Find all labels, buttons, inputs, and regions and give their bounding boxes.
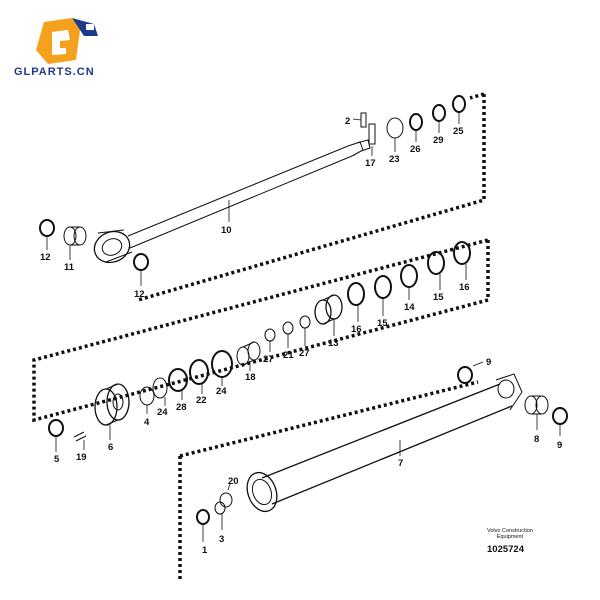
- callout-23: 23: [389, 154, 400, 165]
- callout-13: 13: [328, 338, 339, 349]
- callout-15-left: 15: [377, 318, 388, 329]
- callout-6: 6: [108, 442, 113, 453]
- caption-line-1: Volvo Construction: [487, 528, 533, 534]
- callout-12-bottom: 12: [134, 289, 145, 300]
- glparts-logo: [36, 18, 98, 64]
- callout-9-bottom: 9: [557, 440, 562, 451]
- caption-line-2: Equipment: [496, 534, 524, 540]
- callout-labels: 1 2 3 4 5 6 7 8 9 9 10 11 12 12 13 14 15…: [40, 116, 562, 556]
- callout-4: 4: [144, 417, 150, 428]
- callout-1: 1: [202, 545, 208, 556]
- callout-25: 25: [453, 126, 464, 137]
- callout-27-right: 27: [299, 348, 310, 359]
- callout-9-top: 9: [486, 357, 491, 368]
- manufacturer-caption: Volvo Construction Equipment: [487, 528, 533, 540]
- callout-8: 8: [534, 434, 539, 445]
- callout-24-right: 24: [216, 386, 227, 397]
- brand-name: GLPARTS.CN: [14, 66, 95, 78]
- callout-29: 29: [433, 135, 444, 146]
- callout-16-right: 16: [459, 282, 470, 293]
- callout-12-left: 12: [40, 252, 51, 263]
- callout-2: 2: [345, 116, 350, 127]
- callout-10: 10: [221, 225, 232, 236]
- callout-27-left: 27: [263, 354, 274, 365]
- callout-20: 20: [228, 476, 239, 487]
- callout-3: 3: [219, 534, 224, 545]
- callout-26: 26: [410, 144, 421, 155]
- piston-head-assembly: [32, 238, 490, 452]
- document-number: 1025724: [487, 544, 524, 555]
- callout-17: 17: [365, 158, 376, 169]
- callout-16-left: 16: [351, 324, 362, 335]
- callout-7: 7: [398, 458, 403, 469]
- callout-28: 28: [176, 402, 187, 413]
- callout-18: 18: [245, 372, 256, 383]
- cylinder-tube-assembly: [178, 361, 568, 580]
- callout-11: 11: [64, 262, 75, 273]
- callout-24-left: 24: [157, 407, 168, 418]
- piston-rod-assembly: [39, 92, 486, 302]
- callout-19: 19: [76, 452, 87, 463]
- callout-14: 14: [404, 302, 415, 313]
- callout-5: 5: [54, 454, 60, 465]
- callout-15-right: 15: [433, 292, 444, 303]
- callout-21: 21: [283, 350, 294, 361]
- callout-22: 22: [196, 395, 207, 406]
